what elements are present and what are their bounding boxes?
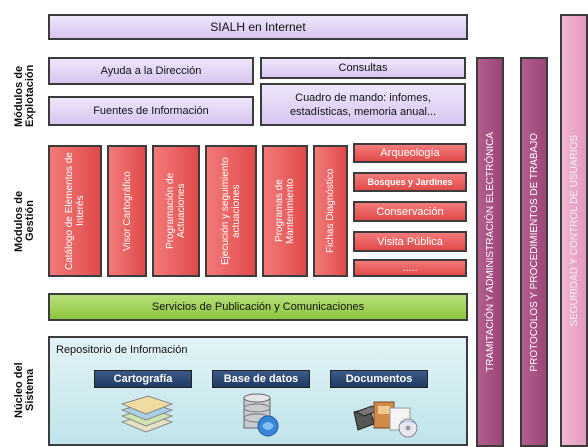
- modulo-bosques-jardines: Bosques y Jardines: [353, 172, 467, 192]
- seguridad-column: SEGURIDAD Y CONTROL DE USUARIOS: [560, 14, 588, 447]
- consultas-label: Consultas: [338, 62, 388, 74]
- consultas-box: Consultas: [260, 57, 466, 79]
- gestion-col-ejecucion: Ejecución y seguimiento actuaciones: [205, 145, 257, 277]
- base-datos-button: Base de datos: [212, 370, 310, 388]
- modulo-arqueologia: Arqueología: [353, 143, 467, 163]
- map-layers-icon: [120, 395, 174, 433]
- layer-label-explotacion: Módulos de Explotación: [13, 64, 36, 128]
- layer-label-gestion: Módulos de Gestión: [13, 190, 36, 252]
- gestion-col-catalogo: Catálogo de Elementos de Interés: [48, 145, 102, 277]
- repositorio-title: Repositorio de Información: [56, 344, 188, 356]
- documents-icon: [353, 401, 418, 438]
- top-banner-label: SIALH en Internet: [210, 20, 306, 34]
- cuadro-mando-label: Cuadro de mando: infomes, estadísticas, …: [289, 91, 437, 118]
- ayuda-direccion-box: Ayuda a la Dirección: [48, 57, 254, 85]
- servicios-publicacion-bar: Servicios de Publicación y Comunicacione…: [48, 293, 468, 321]
- documentos-button: Documentos: [330, 370, 428, 388]
- gestion-col-visor: Visor Cartográfico: [107, 145, 147, 277]
- modulo-visita-publica: Visita Pública: [353, 231, 467, 252]
- gestion-col-mantenimiento: Programas de Mantenimiento: [262, 145, 308, 277]
- tramitacion-column: TRAMITACIÓN Y ADMINISTRACIÓN ELECTRÓNICA: [476, 57, 504, 447]
- protocolos-column: PROTOCOLOS Y PROCEDIMIENTOS DE TRABAJO: [520, 57, 548, 447]
- gestion-col-fichas: Fichas Diagnóstico: [313, 145, 348, 277]
- top-banner: SIALH en Internet: [48, 14, 468, 40]
- ayuda-direccion-label: Ayuda a la Dirección: [100, 65, 202, 77]
- gestion-col-programacion: Programación de Actuaciones: [152, 145, 200, 277]
- modulo-mas: .....: [353, 259, 467, 277]
- servicios-publicacion-label: Servicios de Publicación y Comunicacione…: [151, 301, 365, 313]
- fuentes-informacion-label: Fuentes de Información: [93, 105, 209, 117]
- cuadro-mando-box: Cuadro de mando: infomes, estadísticas, …: [260, 83, 466, 126]
- layer-label-nucleo: Núcleo del Sistema: [13, 362, 36, 418]
- cartografia-button: Cartografía: [94, 370, 192, 388]
- database-icon: [243, 393, 279, 437]
- modulo-conservacion: Conservación: [353, 201, 467, 222]
- fuentes-informacion-box: Fuentes de Información: [48, 96, 254, 126]
